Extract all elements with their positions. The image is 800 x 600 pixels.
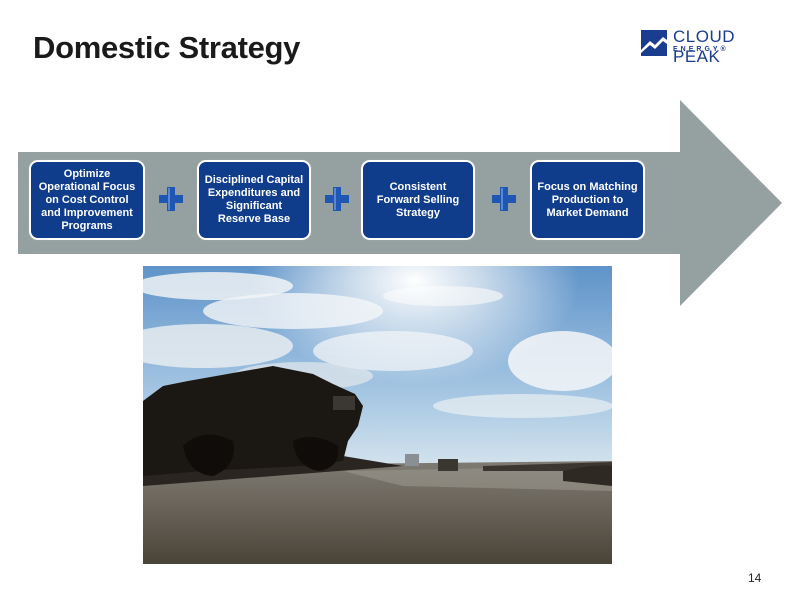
strategy-box-label: Focus on Matching Production to Market D… xyxy=(537,180,638,219)
strategy-box-label: Disciplined Capital Expenditures and Sig… xyxy=(204,174,304,225)
strategy-box-cost-control: Optimize Operational Focus on Cost Contr… xyxy=(29,160,145,240)
mountain-logo-icon xyxy=(641,30,667,56)
logo-name: CLOUD PEAK xyxy=(673,27,736,66)
strategy-box-label: Consistent Forward Selling Strategy xyxy=(376,180,460,219)
page-number: 14 xyxy=(748,571,762,585)
company-logo: CLOUD PEAK ENERGY® xyxy=(641,27,771,66)
strategy-box-forward-selling: Consistent Forward Selling Strategy xyxy=(361,160,475,240)
logo-subtitle: ENERGY® xyxy=(673,46,729,53)
plus-icon xyxy=(159,187,183,211)
haul-truck-photo xyxy=(143,266,612,564)
slide-title: Domestic Strategy xyxy=(33,30,301,65)
plus-icon xyxy=(492,187,516,211)
strategy-box-label: Optimize Operational Focus on Cost Contr… xyxy=(38,167,136,232)
plus-icon xyxy=(325,187,349,211)
strategy-box-capex: Disciplined Capital Expenditures and Sig… xyxy=(197,160,311,240)
strategy-box-market-demand: Focus on Matching Production to Market D… xyxy=(530,160,645,240)
